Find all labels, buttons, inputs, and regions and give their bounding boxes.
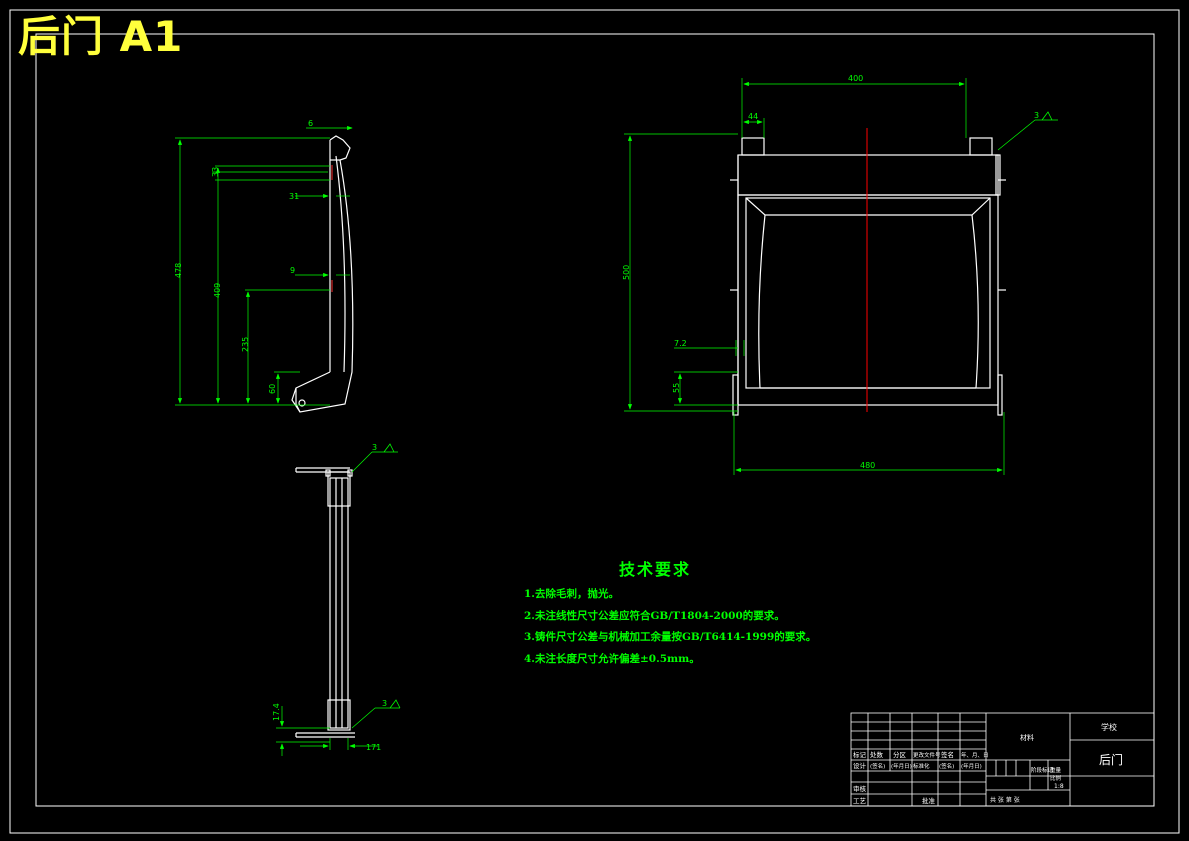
weld-symbol — [1041, 111, 1053, 121]
tech-requirements-list: 1.去除毛刺，抛光。 2.未注线性尺寸公差应符合GB/T1804-2000的要求… — [524, 586, 816, 672]
dim-label: 9 — [290, 266, 295, 275]
tb-label: (年月日) — [961, 762, 982, 770]
bottom-view-outline — [295, 467, 355, 738]
sheet-title: 后门 A1 — [18, 12, 184, 61]
dim-label: 60 — [268, 384, 277, 394]
tb-label: 更改文件号 — [913, 751, 941, 759]
tb-label: 标准化 — [913, 762, 930, 770]
weld-symbol — [389, 699, 401, 709]
tech-requirements-heading: 技术要求 — [619, 560, 692, 579]
bottom-view-dim-labels: 17.4 171 3 3 — [272, 443, 387, 752]
title-block — [850, 712, 1155, 807]
tb-label: 标记 — [853, 750, 867, 759]
front-view: 400 44 500 7.2 55 480 3 — [622, 74, 1058, 475]
tb-label: 签名 — [941, 750, 954, 759]
front-view-dims — [624, 78, 1058, 475]
dim-label: 17.4 — [272, 703, 281, 721]
tb-label: 处数 — [870, 750, 884, 759]
material-cell: 材料 — [1020, 733, 1034, 742]
scale-cell: 1:8 — [1054, 783, 1064, 790]
outer-border — [9, 9, 1180, 834]
tb-label: 分区 — [893, 750, 907, 759]
tech-requirement-item: 2.未注线性尺寸公差应符合GB/T1804-2000的要求。 — [524, 609, 785, 622]
tb-label: (签名) — [870, 762, 885, 770]
bottom-view: 17.4 171 3 3 — [272, 443, 401, 756]
side-view-dim-labels: 6 33 31 9 478 409 235 60 — [174, 119, 313, 394]
dim-label: 31 — [289, 192, 299, 201]
weld-label: 3 — [382, 699, 387, 708]
tb-label: 设计 — [853, 761, 867, 770]
tb-label: 批准 — [922, 796, 936, 805]
dim-label: 6 — [308, 119, 313, 128]
tb-label: 重量 — [1050, 766, 1062, 774]
dim-label: 400 — [848, 74, 863, 83]
tb-label: 审核 — [853, 784, 867, 793]
dim-label: 33 — [211, 167, 220, 177]
inner-border — [35, 33, 1155, 807]
side-view-outline — [291, 135, 354, 413]
dim-label: 171 — [366, 743, 381, 752]
dim-label: 55 — [672, 383, 681, 393]
dim-label: 44 — [748, 112, 758, 121]
side-view-dims — [175, 125, 353, 406]
front-view-dim-labels: 400 44 500 7.2 55 480 3 — [622, 74, 1039, 470]
school-cell: 学校 — [1101, 722, 1117, 732]
dim-label: 480 — [860, 461, 875, 470]
tb-label: (签名) — [939, 762, 954, 770]
dim-label: 478 — [174, 263, 183, 278]
weld-symbol — [383, 443, 395, 453]
part-name-cell: 后门 — [1099, 752, 1123, 767]
front-view-outline — [730, 137, 1006, 416]
tech-requirement-item: 3.铸件尺寸公差与机械加工余量按GB/T6414-1999的要求。 — [524, 631, 817, 643]
bottom-view-dims — [276, 451, 400, 756]
weld-label: 3 — [372, 443, 377, 452]
weld-label: 3 — [1034, 111, 1039, 120]
tb-label: 比例 — [1050, 774, 1062, 782]
tb-label: (年月日) — [891, 762, 912, 770]
tb-label: 阶段标记 — [1031, 766, 1054, 774]
dim-label: 409 — [213, 283, 222, 298]
tb-label: 年、月、日 — [961, 751, 989, 759]
dim-label: 235 — [241, 337, 250, 352]
tb-label: 共 张 第 张 — [990, 796, 1020, 804]
tech-requirement-item: 4.未注长度尺寸允许偏差±0.5mm。 — [524, 652, 700, 665]
side-view: 6 33 31 9 478 409 235 60 — [174, 119, 354, 413]
tb-label: 工艺 — [853, 797, 867, 805]
title-block-text: 材料 学校 后门 1:8 标记 处数 分区 更改文件号 签名 年、月、日 设计 … — [853, 722, 1123, 805]
tech-requirement-item: 1.去除毛刺，抛光。 — [524, 588, 619, 600]
dim-label: 7.2 — [674, 339, 687, 348]
dim-label: 500 — [622, 265, 631, 280]
